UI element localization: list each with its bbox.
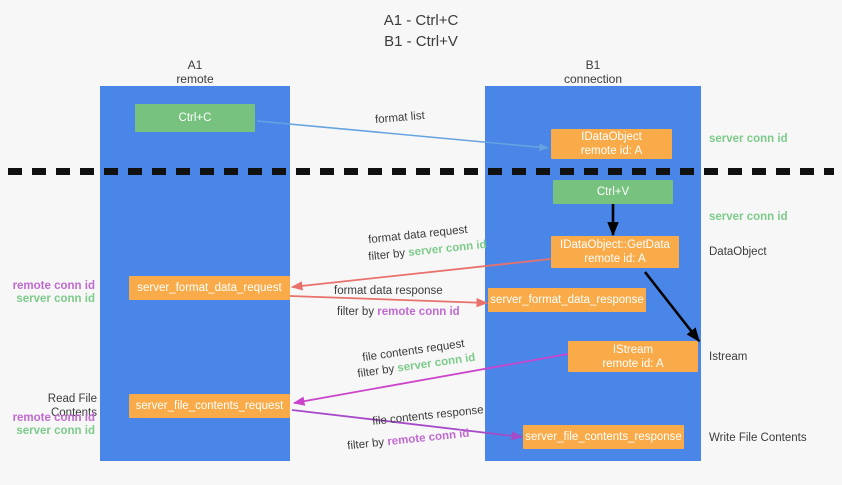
filter-prefix: filter by (356, 362, 399, 381)
node-server-file-contents-request[interactable]: server_file_contents_request (129, 394, 290, 418)
filter-prefix: filter by (367, 247, 409, 264)
filter-prefix: filter by (346, 436, 389, 453)
remote-conn-id-tag: remote conn id (386, 427, 470, 449)
annotation-server-conn-id-2: server conn id (16, 425, 95, 437)
edge-label-format-data-response-line1: format data response (334, 285, 443, 297)
column-header-a1: A1 remote (176, 58, 214, 86)
node-ctrl-v[interactable]: Ctrl+V (553, 180, 673, 204)
annotation-istream: Istream (709, 351, 748, 363)
filter-prefix: filter by (337, 306, 378, 318)
remote-conn-id-tag: remote conn id (377, 306, 460, 318)
edge-label-format-list: format list (374, 109, 426, 127)
page-title: A1 - Ctrl+C B1 - Ctrl+V (383, 12, 459, 50)
annotation-write-file-contents: Write File Contents (709, 432, 807, 444)
annotation-server-conn-id-1: server conn id (16, 293, 95, 305)
annotation-server-conn-id-top: server conn id (709, 133, 788, 145)
node-idataobject-getdata[interactable]: IDataObject::GetData remote id: A (551, 236, 679, 268)
annotation-read-file-contents: Read File Contents (47, 393, 97, 419)
column-header-b1: B1 connection (563, 58, 623, 86)
annotation-server-conn-id-second: server conn id (709, 211, 788, 223)
node-server-file-contents-response[interactable]: server_file_contents_response (523, 425, 684, 449)
node-server-format-data-request[interactable]: server_format_data_request (129, 276, 290, 300)
node-istream[interactable]: IStream remote id: A (568, 341, 698, 372)
annotation-dataobject: DataObject (709, 246, 767, 258)
dashed-separator (8, 168, 834, 175)
node-server-format-data-response[interactable]: server_format_data_response (488, 288, 646, 312)
node-ctrl-c[interactable]: Ctrl+C (135, 104, 255, 132)
node-idataobject[interactable]: IDataObject remote id: A (551, 129, 672, 159)
annotation-remote-conn-id-2: remote conn id (12, 412, 95, 424)
edge-label-file-contents-response-filter: filter by remote conn id (346, 426, 470, 455)
annotation-remote-conn-id-1: remote conn id (12, 280, 95, 292)
edge-label-format-data-response-filter: filter by remote conn id (337, 304, 460, 320)
